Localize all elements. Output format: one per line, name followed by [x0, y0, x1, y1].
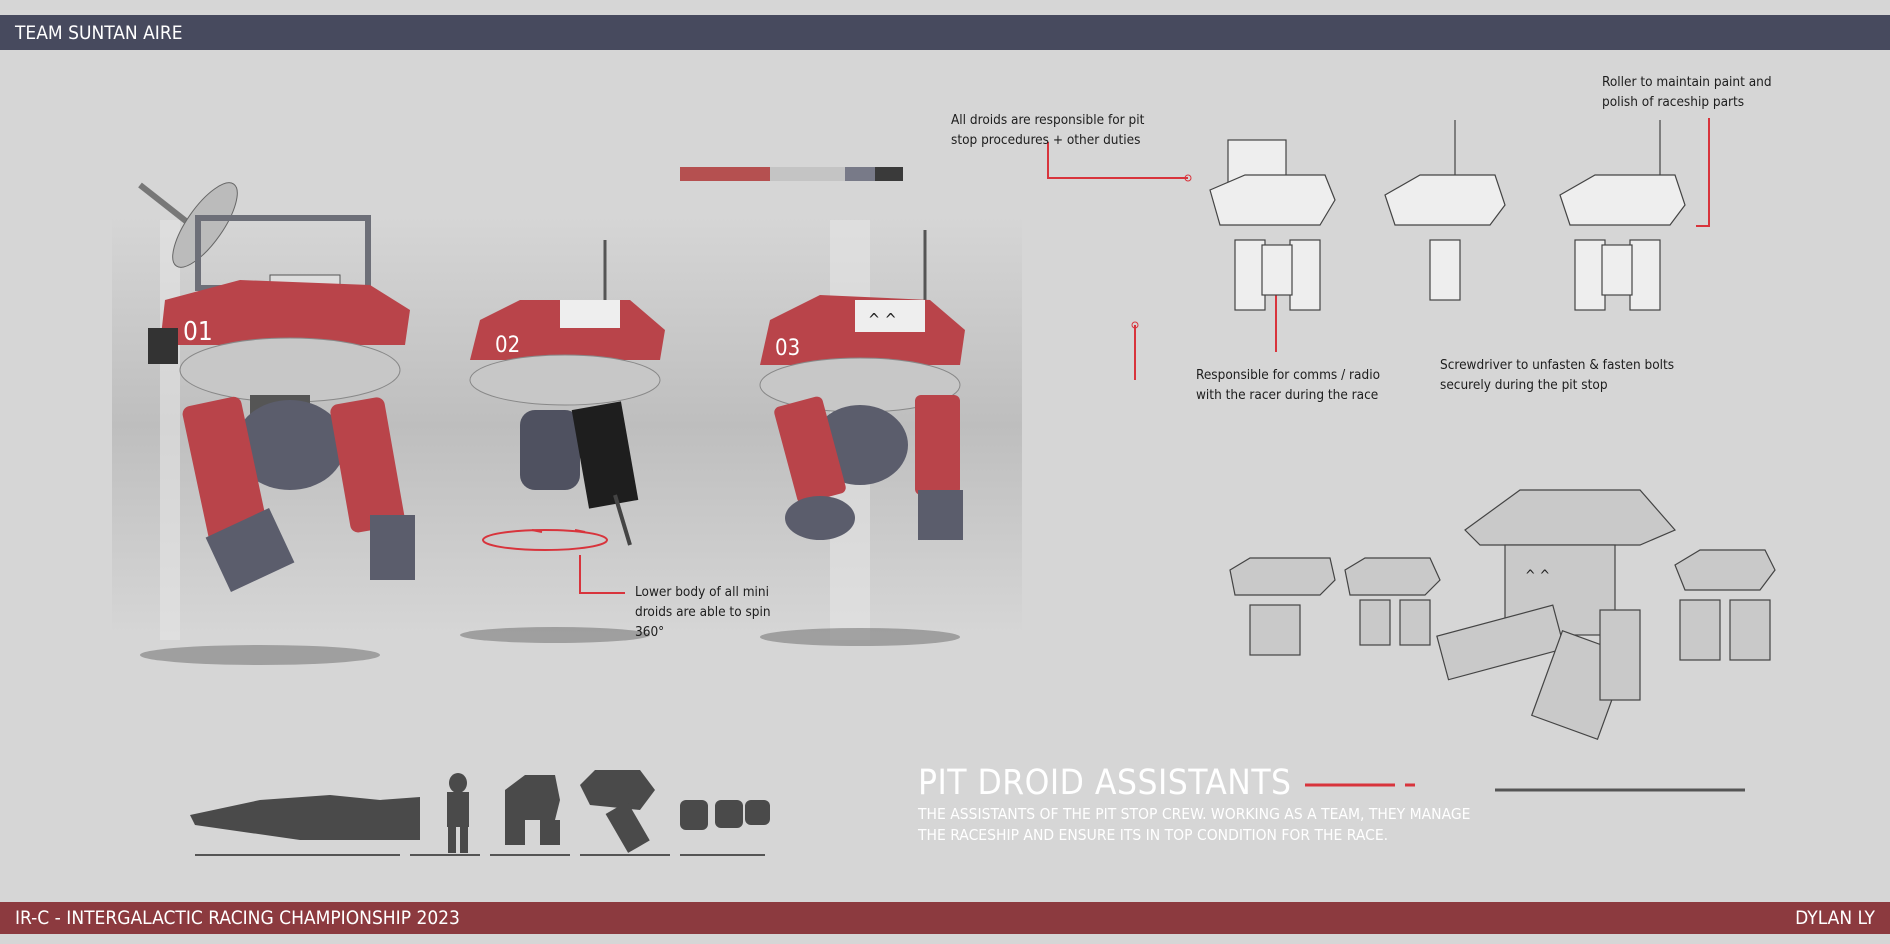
comms-annotation: Responsible for comms / radio with the r… — [1196, 367, 1380, 403]
palette-swatch-dark — [875, 167, 903, 181]
spin-annotation: Lower body of all mini droids are able t… — [635, 584, 771, 640]
droid-03-render: ^ ^ 03 — [759, 230, 965, 540]
scale-lineup-silhouettes — [190, 770, 770, 853]
team-title: TEAM SUNTAN AIRE — [15, 21, 183, 44]
roller-annotation: Roller to maintain paint and polish of r… — [1602, 74, 1772, 110]
screwdriver-annotation: Screwdriver to unfasten & fasten bolts s… — [1440, 357, 1675, 393]
section-description: THE ASSISTANTS OF THE PIT STOP CREW. WOR… — [918, 805, 1471, 844]
header-bar: TEAM SUNTAN AIRE — [0, 15, 1890, 50]
palette-swatch-light — [770, 167, 845, 181]
droid-number: 02 — [495, 333, 520, 358]
droid-02-render: 02 — [469, 240, 665, 551]
championship-title: IR-C - INTERGALACTIC RACING CHAMPIONSHIP… — [15, 907, 460, 929]
droid-number: 01 — [183, 317, 213, 347]
palette-swatch-red — [680, 167, 770, 181]
palette-swatch-mid — [845, 167, 875, 181]
svg-text:^ ^: ^ ^ — [868, 310, 897, 329]
all-droids-annotation: All droids are responsible for pit stop … — [951, 112, 1145, 148]
droid-number: 03 — [775, 336, 800, 361]
droid-01-render: 01 — [138, 182, 415, 592]
section-title: PIT DROID ASSISTANTS — [918, 763, 1292, 803]
artist-name: DYLAN LY — [1795, 907, 1875, 929]
lineart-droids: ^ ^ — [1209, 120, 1776, 741]
footer-bar: IR-C - INTERGALACTIC RACING CHAMPIONSHIP… — [0, 902, 1890, 934]
svg-text:^ ^: ^ ^ — [1525, 568, 1550, 584]
